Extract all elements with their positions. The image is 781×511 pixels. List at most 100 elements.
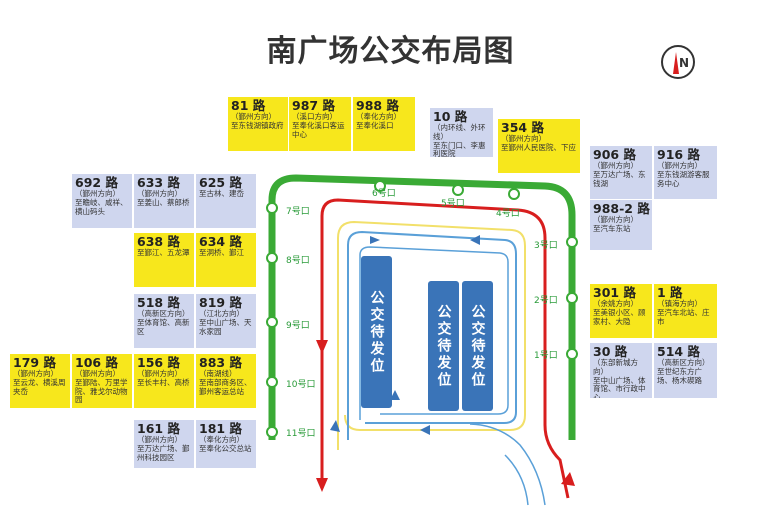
route-number: 625 路 xyxy=(199,175,242,190)
route-card-514: 514 路（高新区方向）至世纪东方广场、杨木碶路 xyxy=(654,343,717,398)
entry-lane-blue xyxy=(469,423,546,506)
route-destination: 至汽车东站 xyxy=(593,224,631,233)
route-destination: 至古林、建岙 xyxy=(199,189,244,199)
port-label-8: 8号口 xyxy=(286,256,310,266)
route-destination: 至长丰村、高桥 xyxy=(137,378,190,387)
page-title: 南广场公交布局图 xyxy=(266,34,515,69)
route-direction: （鄞州方向） xyxy=(501,134,546,144)
route-destination: 至鄞州人民医院、下应 xyxy=(501,143,576,152)
route-direction: （鄞州方向） xyxy=(13,369,58,379)
bus-waiting-bay: 公交待发位 xyxy=(462,281,493,411)
route-card-354: 354 路（鄞州方向）至鄞州人民医院、下应 xyxy=(498,119,580,173)
lane-arrow xyxy=(420,425,430,435)
entry-lane-blue-2 xyxy=(504,454,529,506)
port-label-1: 1号口 xyxy=(534,351,558,361)
inner-lane-blue xyxy=(347,230,517,440)
route-direction: （鄞州方向） xyxy=(593,161,638,171)
route-destination: 至东门口、李惠利医院 xyxy=(433,140,486,157)
route-number: 354 路 xyxy=(501,120,544,135)
route-destination: 至东钱湖镇政府 xyxy=(231,121,284,130)
port-marker-9 xyxy=(266,316,278,328)
route-number: 633 路 xyxy=(137,175,180,190)
route-card-906: 906 路（鄞州方向）至万达广场、东钱湖 xyxy=(590,146,652,199)
route-number: 10 路 xyxy=(433,109,468,124)
route-card-161: 161 路（鄞州方向）至万达广场、鄞州科技园区 xyxy=(134,420,194,468)
route-direction: （镇海方向） xyxy=(657,299,702,309)
route-destination: 至奉化溪口客运中心 xyxy=(292,121,345,139)
route-direction: （高新区方向） xyxy=(137,309,190,319)
route-card-30: 30 路（东部新城方向）至中山广场、体育馆、市行政中心 xyxy=(590,343,652,398)
route-direction: （高新区方向） xyxy=(657,358,710,368)
route-destination: 至中山广场、天水家园 xyxy=(199,318,252,336)
port-marker-3 xyxy=(566,236,578,248)
route-destination: 至瞻岐、咸祥、横山码头 xyxy=(75,198,128,216)
lane-arrow xyxy=(390,390,400,400)
route-number: 81 路 xyxy=(231,98,266,113)
route-destination: 至云龙、横溪周夹岙 xyxy=(13,378,66,396)
route-direction: （江北方向） xyxy=(199,309,244,319)
port-marker-6 xyxy=(374,180,386,192)
route-card-988: 988 路（奉化方向）至奉化溪口 xyxy=(353,97,415,151)
route-direction: （鄞州方向） xyxy=(231,112,276,122)
route-direction: （鄞州方向） xyxy=(75,369,120,379)
route-card-181: 181 路（奉化方向）至奉化公交总站 xyxy=(196,420,256,468)
route-card-638: 638 路至鄞江、五龙潭 xyxy=(134,233,194,287)
route-card-883: 883 路（南湖线）至南部商务区、鄞州客运总站 xyxy=(196,354,256,408)
route-number: 1 路 xyxy=(657,285,683,300)
route-card-625: 625 路至古林、建岙 xyxy=(196,174,256,228)
route-card-81: 81 路（鄞州方向）至东钱湖镇政府 xyxy=(228,97,288,151)
route-number: 514 路 xyxy=(657,344,700,359)
route-direction: （东部新城方向） xyxy=(593,358,638,376)
route-destination: 至万达广场、鄞州科技园区 xyxy=(137,444,190,462)
bus-waiting-bay: 公交待发位 xyxy=(428,281,459,411)
route-destination: 至美银小区、顾家村、大隐 xyxy=(593,308,646,326)
lane-arrow xyxy=(370,236,380,244)
route-number: 819 路 xyxy=(199,295,242,310)
route-number: 987 路 xyxy=(292,98,335,113)
route-direction: （奉化方向） xyxy=(199,435,244,445)
route-number: 179 路 xyxy=(13,355,56,370)
route-card-819: 819 路（江北方向）至中山广场、天水家园 xyxy=(196,294,256,348)
route-card-156: 156 路（鄞州方向）至长丰村、高桥 xyxy=(134,354,194,408)
route-number: 301 路 xyxy=(593,285,636,300)
port-marker-11 xyxy=(266,426,278,438)
port-marker-8 xyxy=(266,252,278,264)
route-card-988-2: 988-2 路（鄞州方向）至汽车东站 xyxy=(590,200,652,250)
route-number: 181 路 xyxy=(199,421,242,436)
route-number: 634 路 xyxy=(199,234,242,249)
route-direction: （鄞州方向） xyxy=(75,189,120,199)
route-card-916: 916 路（鄞州方向）至东钱湖游客服务中心 xyxy=(654,146,717,199)
route-number: 638 路 xyxy=(137,234,180,249)
red-arrow-down xyxy=(316,340,328,354)
port-marker-1 xyxy=(566,348,578,360)
route-destination: 至奉化溪口 xyxy=(356,121,394,130)
red-arrow-down xyxy=(316,478,328,492)
route-direction: （奉化方向） xyxy=(356,112,401,122)
route-number: 161 路 xyxy=(137,421,180,436)
route-card-179: 179 路（鄞州方向）至云龙、横溪周夹岙 xyxy=(10,354,70,408)
route-destination: 至鄞江、五龙潭 xyxy=(137,248,190,258)
route-number: 156 路 xyxy=(137,355,180,370)
route-destination: 至洞桥、鄞江 xyxy=(199,248,244,258)
red-route xyxy=(320,198,570,499)
route-card-106: 106 路（鄞州方向）至鄞陆、万里学院、雅戈尔动物园 xyxy=(72,354,132,408)
route-direction: （南湖线） xyxy=(199,369,237,379)
route-destination: 至东钱湖游客服务中心 xyxy=(657,170,710,188)
red-arrow-up xyxy=(561,472,575,486)
route-number: 906 路 xyxy=(593,147,636,162)
route-direction: （溪口方向） xyxy=(292,112,337,122)
inner-lane-blue-2 xyxy=(359,246,509,420)
route-card-1: 1 路（镇海方向）至汽车北站、庄市 xyxy=(654,284,717,338)
port-label-11: 11号口 xyxy=(286,429,316,439)
port-marker-4 xyxy=(508,188,520,200)
port-label-3: 3号口 xyxy=(534,241,558,251)
compass-icon: N xyxy=(661,45,695,79)
port-marker-2 xyxy=(566,292,578,304)
route-direction: （鄞州方向） xyxy=(137,189,182,199)
compass-letter: N xyxy=(679,56,690,70)
route-direction: （鄞州方向） xyxy=(593,215,638,225)
route-destination: 至奉化公交总站 xyxy=(199,444,252,453)
route-destination: 至万达广场、东钱湖 xyxy=(593,170,646,188)
route-direction: （鄞州方向） xyxy=(137,435,182,445)
